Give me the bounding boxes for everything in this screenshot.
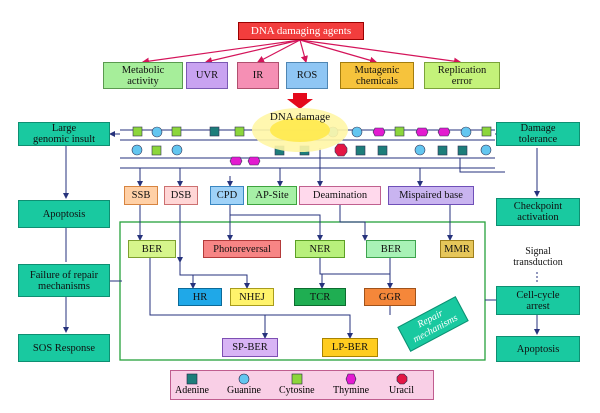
checkpoint-activation-box: Checkpoint activation: [496, 198, 580, 226]
repair-tcr: TCR: [294, 288, 346, 306]
thymine-icon: [345, 373, 357, 385]
signal-transduction-label: Signal transduction: [513, 246, 563, 268]
adenine-icon: [186, 373, 198, 385]
dna-damage-label: DNA damage: [269, 111, 331, 123]
repair-nhej: NHEJ: [230, 288, 274, 306]
legend-uracil-label: Uracil: [389, 385, 414, 396]
agent-uvr: UVR: [186, 62, 228, 89]
agent-mutagenic-chemicals: Mutagenic chemicals: [340, 62, 414, 89]
uracil-icon: [396, 373, 407, 385]
failure-repair-box: Failure of repair mechanisms: [18, 264, 110, 297]
repair-ber-right: BER: [366, 240, 416, 258]
repair-hr: HR: [178, 288, 222, 306]
repair-lp-ber: LP-BER: [322, 338, 378, 357]
agent-ros: ROS: [286, 62, 328, 89]
legend-cytosine: Cytosine: [279, 373, 315, 396]
lesion-cpd: CPD: [210, 186, 244, 205]
left-apoptosis-box: Apoptosis: [18, 200, 110, 228]
dna-bases: [131, 126, 492, 166]
right-apoptosis-box: Apoptosis: [496, 336, 580, 362]
damage-arrow: [287, 93, 313, 109]
cytosine-icon: [291, 373, 303, 385]
large-genomic-insult-box: Large genomic insult: [18, 122, 110, 146]
agent-ir: IR: [237, 62, 279, 89]
legend-cytosine-label: Cytosine: [279, 385, 315, 396]
navy-connectors: [63, 129, 540, 339]
repair-mmr: MMR: [440, 240, 474, 258]
dna-damaging-agents-box: DNA damaging agents: [238, 22, 364, 40]
repair-ggr: GGR: [364, 288, 416, 306]
lesion-deamination: Deamination: [299, 186, 381, 205]
repair-sp-ber: SP-BER: [222, 338, 278, 357]
lesion-mispaired-base: Mispaired base: [388, 186, 474, 205]
damage-tolerance-box: Damage tolerance: [496, 122, 580, 146]
legend: Adenine Guanine Cytosine Thymine Uracil: [170, 370, 434, 400]
cell-cycle-arrest-box: Cell-cycle arrest: [496, 286, 580, 315]
repair-photoreversal: Photoreversal: [203, 240, 281, 258]
lesion-dsb: DSB: [164, 186, 198, 205]
legend-adenine: Adenine: [175, 373, 209, 396]
lesion-ap-site: AP-Site: [247, 186, 297, 205]
repair-ner: NER: [295, 240, 345, 258]
repair-ber-left: BER: [128, 240, 176, 258]
agent-replication-error: Replication error: [424, 62, 500, 89]
repair-frame: [119, 221, 486, 361]
legend-uracil: Uracil: [389, 373, 414, 396]
agent-metabolic-activity: Metabolic activity: [103, 62, 183, 89]
legend-guanine: Guanine: [227, 373, 261, 396]
legend-guanine-label: Guanine: [227, 385, 261, 396]
legend-thymine: Thymine: [333, 373, 369, 396]
sos-response-box: SOS Response: [18, 334, 110, 362]
damage-burst: [252, 108, 348, 152]
legend-thymine-label: Thymine: [333, 385, 370, 396]
guanine-icon: [238, 373, 250, 385]
lesion-ssb: SSB: [124, 186, 158, 205]
agent-arrows: [141, 39, 462, 65]
legend-adenine-label: Adenine: [175, 385, 209, 396]
